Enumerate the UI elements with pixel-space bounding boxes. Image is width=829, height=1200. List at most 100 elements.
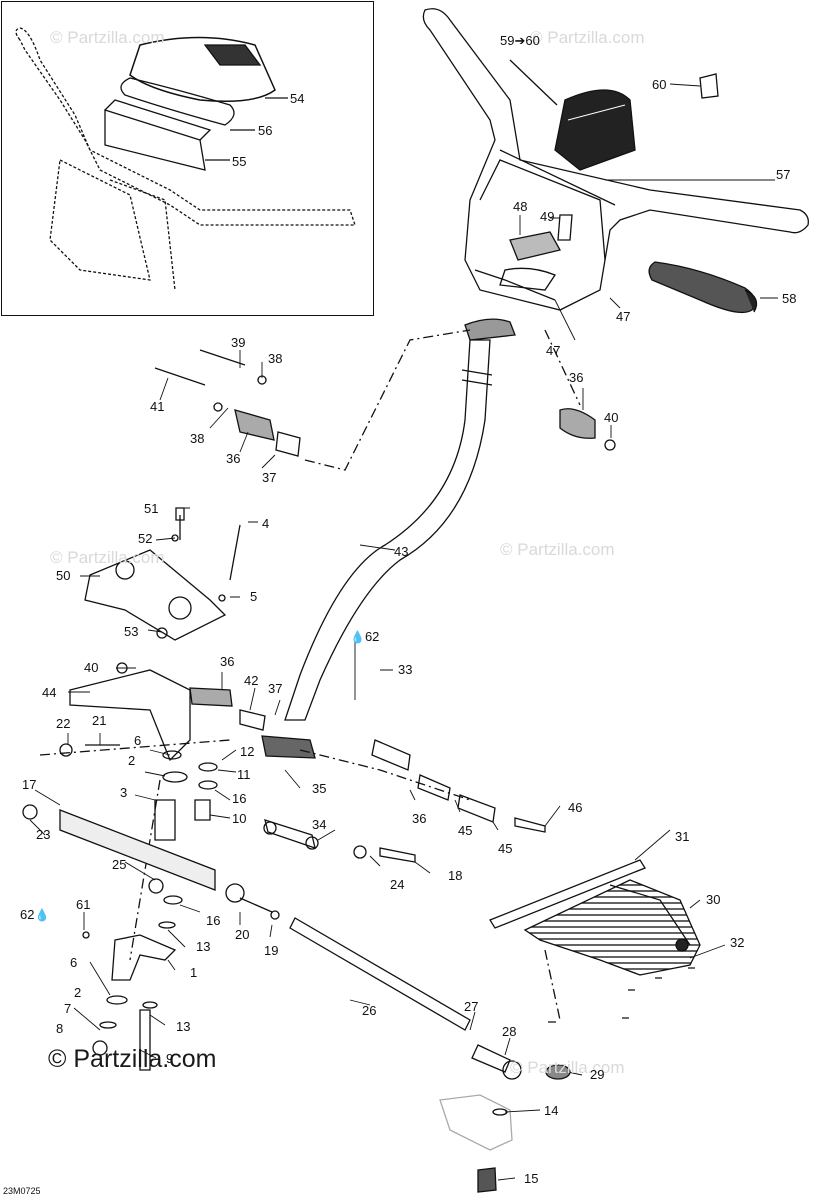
callout-51[interactable]: 51 xyxy=(144,501,159,516)
callout-31[interactable]: 31 xyxy=(675,829,690,844)
callout-40-a[interactable]: 40 xyxy=(604,410,619,425)
callout-8[interactable]: 8 xyxy=(56,1021,64,1036)
callout-25[interactable]: 25 xyxy=(112,857,127,872)
callout-16-a[interactable]: 16 xyxy=(232,791,247,806)
callout-32[interactable]: 32 xyxy=(730,935,745,950)
callout-54[interactable]: 54 xyxy=(290,91,305,106)
callout-11[interactable]: 11 xyxy=(237,767,251,782)
callout-5[interactable]: 5 xyxy=(250,589,258,604)
callout-20[interactable]: 20 xyxy=(235,927,250,942)
callout-9[interactable]: 9 xyxy=(166,1051,174,1066)
tie-rod-26 xyxy=(289,917,471,1031)
callout-47-a[interactable]: 47 xyxy=(616,309,631,324)
callout-58[interactable]: 58 xyxy=(782,291,797,306)
callout-39[interactable]: 39 xyxy=(231,335,246,350)
callout-50[interactable]: 50 xyxy=(56,568,71,583)
callout-13-a[interactable]: 13 xyxy=(196,939,211,954)
callout-62-b[interactable]: 62💧 xyxy=(20,907,50,922)
callout-43[interactable]: 43 xyxy=(394,544,409,559)
callout-36-a[interactable]: 36 xyxy=(226,451,241,466)
clip-60 xyxy=(699,73,719,99)
callout-1[interactable]: 1 xyxy=(190,965,198,980)
callout-7[interactable]: 7 xyxy=(64,1001,72,1016)
callout-55[interactable]: 55 xyxy=(232,154,247,169)
pad-54 xyxy=(129,36,276,102)
callout-3[interactable]: 3 xyxy=(120,785,128,800)
callout-14[interactable]: 14 xyxy=(544,1103,559,1118)
bushing-36-upper xyxy=(234,409,275,441)
callout-62-a[interactable]: 💧62 xyxy=(350,629,380,644)
inset-frame xyxy=(1,1,374,316)
callout-19[interactable]: 19 xyxy=(264,943,279,958)
handlebar-57 xyxy=(422,8,809,311)
callout-42[interactable]: 42 xyxy=(244,673,259,688)
callout-29[interactable]: 29 xyxy=(590,1067,605,1082)
bushing-36-right xyxy=(559,408,596,439)
bracket-44 xyxy=(69,669,191,762)
link-36-right xyxy=(371,739,411,771)
callout-17[interactable]: 17 xyxy=(22,777,37,792)
clamp-47 xyxy=(499,267,556,291)
column-base xyxy=(261,735,316,759)
callout-35[interactable]: 35 xyxy=(312,781,327,796)
callout-2-a[interactable]: 2 xyxy=(128,753,136,768)
callout-12[interactable]: 12 xyxy=(240,744,255,759)
callout-53[interactable]: 53 xyxy=(124,624,139,639)
callout-52[interactable]: 52 xyxy=(138,531,153,546)
callout-16-b[interactable]: 16 xyxy=(206,913,221,928)
callout-23[interactable]: 23 xyxy=(36,827,51,842)
lubricant-icon: 💧 xyxy=(350,630,365,644)
steering-column-43 xyxy=(284,339,491,721)
callout-6-b[interactable]: 6 xyxy=(70,955,78,970)
callout-41[interactable]: 41 xyxy=(150,399,165,414)
callout-18[interactable]: 18 xyxy=(448,868,463,883)
callout-28[interactable]: 28 xyxy=(502,1024,517,1039)
callout-2-b[interactable]: 2 xyxy=(74,985,82,1000)
callout-45-b[interactable]: 45 xyxy=(498,841,513,856)
inset-handlebar xyxy=(15,27,356,226)
callout-33[interactable]: 33 xyxy=(398,662,413,677)
callout-6-a[interactable]: 6 xyxy=(134,733,142,748)
callout-59-60[interactable]: 59➔60 xyxy=(500,33,540,48)
pad-56 xyxy=(120,77,235,126)
callout-61[interactable]: 61 xyxy=(76,897,91,912)
callout-45-a[interactable]: 45 xyxy=(458,823,473,838)
callout-38-b[interactable]: 38 xyxy=(190,431,205,446)
clamp-48 xyxy=(509,231,561,261)
callout-22[interactable]: 22 xyxy=(56,716,71,731)
callout-36-d[interactable]: 36 xyxy=(412,811,427,826)
callout-44[interactable]: 44 xyxy=(42,685,57,700)
callout-49[interactable]: 49 xyxy=(540,209,555,224)
callout-4[interactable]: 4 xyxy=(262,516,270,531)
callout-13-b[interactable]: 13 xyxy=(176,1019,191,1034)
callout-24[interactable]: 24 xyxy=(390,877,405,892)
callout-34[interactable]: 34 xyxy=(312,817,327,832)
watermark: © Partzilla.com xyxy=(530,28,645,47)
callout-47-b[interactable]: 47 xyxy=(546,343,561,358)
callout-37-a[interactable]: 37 xyxy=(262,470,277,485)
callout-10[interactable]: 10 xyxy=(232,811,247,826)
callout-30[interactable]: 30 xyxy=(706,892,721,907)
callout-60[interactable]: 60 xyxy=(652,77,667,92)
callout-15[interactable]: 15 xyxy=(524,1171,539,1186)
callout-56[interactable]: 56 xyxy=(258,123,273,138)
callout-36-b[interactable]: 36 xyxy=(569,370,584,385)
callout-38-a[interactable]: 38 xyxy=(268,351,283,366)
callout-48[interactable]: 48 xyxy=(513,199,528,214)
watermark: © Partzilla.com xyxy=(50,28,165,47)
watermark: © Partzilla.com xyxy=(50,548,165,567)
callout-26[interactable]: 26 xyxy=(362,1003,377,1018)
callout-40-b[interactable]: 40 xyxy=(84,660,99,675)
callout-27[interactable]: 27 xyxy=(464,999,479,1014)
handlebar-cover xyxy=(554,89,636,171)
diagram-code: 23M0725 xyxy=(3,1186,41,1196)
callout-37-b[interactable]: 37 xyxy=(268,681,283,696)
callout-57[interactable]: 57 xyxy=(776,167,791,182)
callout-36-c[interactable]: 36 xyxy=(220,654,235,669)
pivot-arm-1 xyxy=(111,934,177,981)
callout-46[interactable]: 46 xyxy=(568,800,583,815)
rod-end-28 xyxy=(471,1044,511,1073)
callout-21[interactable]: 21 xyxy=(92,713,107,728)
link-45b xyxy=(457,794,496,823)
plate-31 xyxy=(489,859,646,929)
